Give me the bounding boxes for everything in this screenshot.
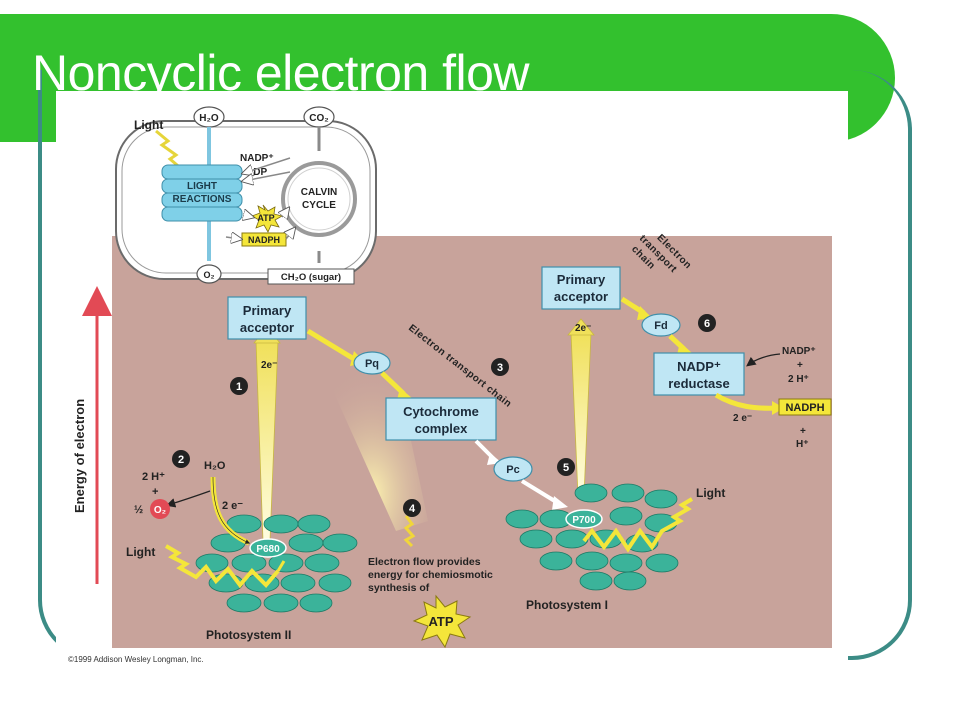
inset-o2-label: O₂ xyxy=(204,270,215,280)
step-3-badge: 3 xyxy=(491,358,509,376)
ferredoxin-fd xyxy=(641,313,681,337)
pq-label: Pq xyxy=(365,358,379,370)
ps1-2e-label: 2e⁻ xyxy=(575,323,591,334)
half-label: ½ xyxy=(134,504,143,516)
atp-burst-label: ATP xyxy=(428,614,453,629)
chloroplast-inset: Light H₂O CO₂ LIGHT REACTIONS NADP⁺ ADP xyxy=(115,106,377,285)
two-h-plus-label: 2 H⁺ xyxy=(142,471,165,483)
fd-label: Fd xyxy=(654,320,667,332)
ps2-name-label: Photosystem II xyxy=(206,628,291,642)
copyright-notice: ©1999 Addison Wesley Longman, Inc. xyxy=(68,655,204,664)
step-6-badge: 6 xyxy=(698,314,716,332)
inset-co2-label: CO₂ xyxy=(309,113,328,124)
arrow-pc-to-p700 xyxy=(520,479,560,505)
photosystem-ii: P680 Light Photosystem II xyxy=(126,326,358,642)
ps2-light-zigzag xyxy=(164,544,280,589)
inset-atp-burst: ATP xyxy=(251,204,284,233)
nadp-reductase xyxy=(653,352,745,396)
h-plus-out-label: H⁺ xyxy=(796,439,809,450)
nadp-2e-label: 2 e⁻ xyxy=(733,413,752,424)
arrow-acceptor-to-pq xyxy=(306,328,356,362)
plus-sign-2: + xyxy=(797,360,803,371)
inset-light-label: Light xyxy=(134,118,163,132)
reductase-label-1: NADP⁺ xyxy=(677,359,721,374)
ps2-pigment-cluster xyxy=(195,514,358,613)
light-reactions-label-1: LIGHT xyxy=(187,181,217,192)
cytochrome-complex xyxy=(385,397,497,441)
reductase-label-2: reductase xyxy=(668,376,729,391)
plastocyanin-pc xyxy=(493,456,533,482)
step-2-badge: 2 xyxy=(172,450,190,468)
p680-reaction-center xyxy=(249,538,287,558)
ps1-pigment-cluster xyxy=(505,483,679,591)
plus-sign-3: + xyxy=(800,426,806,437)
inset-adp-label: ADP xyxy=(246,167,267,178)
noncyclic-electron-flow-diagram: Light H₂O CO₂ LIGHT REACTIONS NADP⁺ ADP xyxy=(72,106,832,649)
nadph-product-box xyxy=(778,398,832,416)
atp-note-line-1: Electron flow provides xyxy=(368,556,481,568)
step-2-label: 2 xyxy=(178,454,184,466)
ps2-light-label: Light xyxy=(126,545,155,559)
inset-nadph-label: NADPH xyxy=(248,235,280,245)
ps1-primary-acceptor-label-1: Primary xyxy=(557,272,606,287)
calvin-cycle: CALVIN CYCLE xyxy=(281,161,357,237)
thylakoid-stack: LIGHT REACTIONS xyxy=(161,164,243,222)
ps1-light-zigzag xyxy=(582,497,694,553)
step-5-label: 5 xyxy=(563,462,569,474)
inset-sugar-box xyxy=(267,268,355,285)
p680-label: P680 xyxy=(256,544,280,555)
inset-h2o-label: H₂O xyxy=(199,113,219,124)
ps1-name-label: Photosystem I xyxy=(526,598,608,612)
atp-note-line-2: energy for chemiosmotic xyxy=(368,569,493,581)
step-3-label: 3 xyxy=(497,362,503,374)
arrow-to-nadph xyxy=(714,392,779,411)
inset-sugar-label: CH₂O (sugar) xyxy=(281,272,341,283)
cytochrome-label-1: Cytochrome xyxy=(403,404,479,419)
pc-label: Pc xyxy=(506,464,519,476)
cytochrome-label-2: complex xyxy=(415,421,469,436)
step-1-badge: 1 xyxy=(230,377,248,395)
inset-nadp-label: NADP⁺ xyxy=(240,153,274,164)
inset-o2-badge xyxy=(196,264,222,284)
light-reactions-label-2: REACTIONS xyxy=(173,194,232,205)
atp-starburst: ATP xyxy=(412,594,472,649)
water-2e-label: 2 e⁻ xyxy=(222,500,243,512)
ps2-primary-acceptor-label-1: Primary xyxy=(243,303,292,318)
ps2-2e-label: 2e⁻ xyxy=(261,360,277,371)
two-h-plus-in-label: 2 H⁺ xyxy=(788,374,809,385)
step-4-label: 4 xyxy=(409,503,416,515)
water-label: H₂O xyxy=(204,460,226,472)
inset-atp-label: ATP xyxy=(257,213,274,223)
atp-energy-zigzag xyxy=(403,515,416,548)
step-1-label: 1 xyxy=(236,381,242,393)
p700-reaction-center xyxy=(565,509,603,529)
ps1-light-label: Light xyxy=(696,486,725,500)
ps2-primary-acceptor-label-2: acceptor xyxy=(240,320,294,335)
ps1-primary-acceptor-label-2: acceptor xyxy=(554,289,608,304)
energy-axis-label: Energy of electron xyxy=(72,399,87,513)
p700-label: P700 xyxy=(572,515,596,526)
figure-panel: Light H₂O CO₂ LIGHT REACTIONS NADP⁺ ADP xyxy=(56,91,848,661)
calvin-label-1: CALVIN xyxy=(301,187,337,198)
plus-sign-1: + xyxy=(152,486,158,498)
plastoquinone-pq xyxy=(353,351,391,375)
step-6-label: 6 xyxy=(704,318,710,330)
o2-product-badge xyxy=(150,499,170,519)
atp-note-line-3: synthesis of xyxy=(368,582,430,594)
step-5-badge: 5 xyxy=(557,458,575,476)
calvin-label-2: CYCLE xyxy=(302,200,336,211)
photosystem-i: P700 Light Photosystem I xyxy=(505,318,725,612)
nadph-product-label: NADPH xyxy=(785,402,824,414)
ps2-primary-acceptor xyxy=(227,296,307,340)
ps1-primary-acceptor xyxy=(541,266,621,310)
nadp-in-label: NADP⁺ xyxy=(782,346,816,357)
step-4-badge: 4 xyxy=(403,499,421,517)
o2-product-label: O₂ xyxy=(154,505,166,516)
